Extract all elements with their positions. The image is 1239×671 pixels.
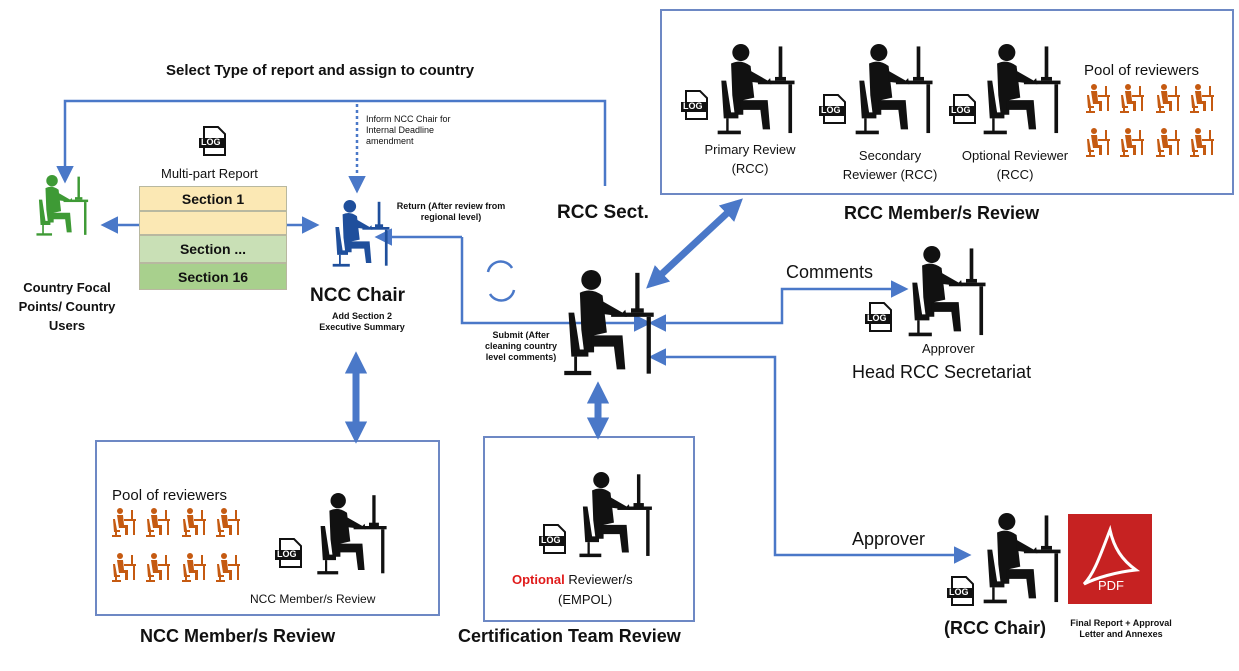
head-rcc-role: Approver [922, 341, 975, 356]
section-1: Section 1 [139, 186, 287, 211]
log-icon-rcc-chair: LOG [946, 576, 976, 606]
rcc-chair-icon [983, 513, 1061, 604]
log-icon-multipart: LOG [198, 126, 228, 156]
ncc-chair-icon [332, 200, 390, 267]
return-note: Return (After review from regional level… [396, 201, 506, 222]
multipart-title: Multi-part Report [161, 166, 258, 181]
primary-reviewer-icon [717, 44, 795, 135]
section-ellipsis: Section ... [139, 235, 287, 263]
rcc-pool-label: Pool of reviewers [1084, 62, 1200, 79]
rcc-chair-title: (RCC Chair) [944, 618, 1046, 638]
log-icon-primary: LOG [680, 90, 710, 120]
log-icon-optional: LOG [948, 94, 978, 124]
approver-label: Approver [852, 529, 926, 549]
log-icon-head-rcc: LOG [864, 302, 894, 332]
final-report-label: Final Report + Approval Letter and Annex… [1070, 618, 1172, 639]
return-arrow [460, 237, 652, 332]
center-rcc-review-arrow [646, 198, 743, 289]
optional-tag: Optional [512, 572, 565, 587]
secondary-review-label: Secondary Reviewer (RCC) [842, 148, 938, 182]
head-rcc-icon [908, 246, 986, 337]
ncc-chair-subtitle: Add Section 2 Executive Summary [319, 311, 405, 332]
comments-label: Comments [786, 262, 874, 282]
assign-loop-arrow [56, 99, 607, 186]
log-icon-ncc-member: LOG [274, 538, 304, 568]
log-icon-secondary: LOG [818, 94, 848, 124]
ncc-pool-label: Pool of reviewers [112, 487, 228, 504]
rcc-sect-label: RCC Sect. [557, 202, 649, 223]
cert-empol-label: (EMPOL) [558, 592, 613, 607]
country-label: Country Focal Points/ Country Users [18, 280, 116, 333]
submit-note: Submit (After cleaning country level com… [484, 330, 557, 362]
cert-review-caption: Certification Team Review [458, 626, 681, 646]
rcc-pool-icon [1086, 84, 1214, 157]
head-rcc-arrow [648, 348, 972, 564]
comments-arrow [648, 280, 909, 332]
cert-reviewer-label: Optional Reviewer/s [512, 572, 633, 587]
secondary-reviewer-icon [855, 44, 933, 135]
inform-note: Inform NCC Chair for Internal Deadline a… [366, 114, 451, 146]
cert-reviewer-text: Reviewer/s [564, 572, 633, 587]
ncc-chair-title: NCC Chair [310, 285, 406, 306]
ncc-member-label: NCC Member/s Review [250, 592, 376, 606]
pdf-label: PDF [1098, 578, 1124, 593]
head-rcc-title: Head RCC Secretariat [852, 362, 1032, 382]
country-user-icon [36, 175, 89, 236]
optional-review-label: Optional Reviewer (RCC) [961, 148, 1069, 182]
ncc-member-icon [317, 493, 387, 575]
cert-reviewer-icon [579, 472, 652, 558]
optional-reviewer-icon [983, 44, 1061, 135]
rcc-review-caption: RCC Member/s Review [844, 203, 1040, 223]
top-label: Select Type of report and assign to coun… [166, 62, 475, 79]
log-icon-cert: LOG [538, 524, 568, 554]
section-16: Section 16 [139, 263, 287, 290]
ncc-review-caption: NCC Member/s Review [140, 626, 336, 646]
primary-review-label: Primary Review (RCC) [704, 142, 796, 176]
section-blank [139, 211, 287, 235]
cycle-icon [486, 260, 516, 302]
ncc-pool-icon [112, 508, 240, 582]
